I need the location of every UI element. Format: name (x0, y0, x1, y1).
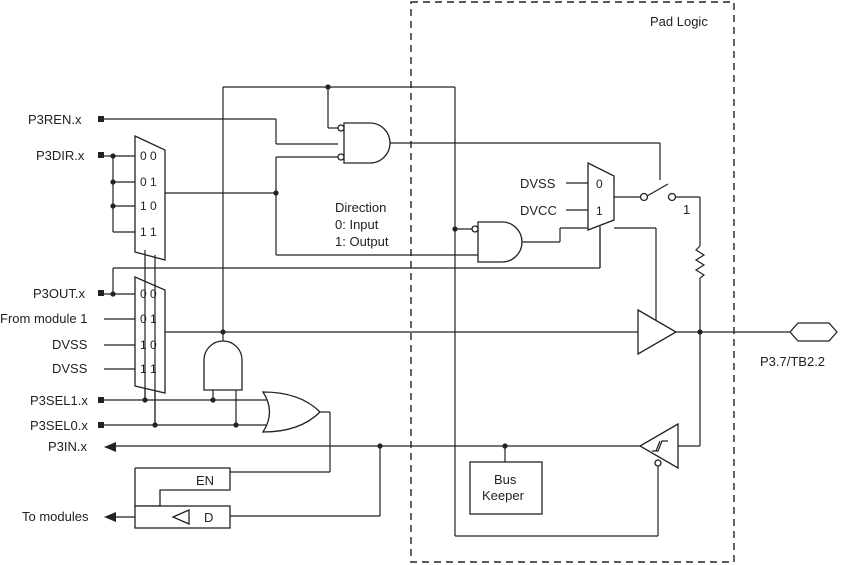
label-p3in: P3IN.x (48, 439, 88, 454)
mux-output: 0 0 0 1 1 0 1 1 (104, 276, 166, 394)
mux2-sel-10: 1 0 (140, 338, 157, 352)
bus-keeper-line2: Keeper (482, 488, 525, 503)
terminal-p3dir (98, 152, 104, 158)
label-p3sel1: P3SEL1.x (30, 393, 88, 408)
pull-resistor (694, 245, 706, 332)
and-gate-pull-enable (337, 122, 661, 180)
latch-en-label: EN (196, 473, 214, 488)
arrow-p3in (104, 442, 116, 452)
label-dvss-b: DVSS (52, 361, 88, 376)
label-p3ren: P3REN.x (28, 112, 82, 127)
label-to-modules: To modules (22, 509, 89, 524)
mux1-sel-00: 0 0 (140, 149, 157, 163)
direction-input: 0: Input (335, 217, 379, 232)
supply-in0: 0 (596, 177, 603, 191)
terminal-p3ren (98, 116, 104, 122)
direction-title: Direction (335, 200, 386, 215)
mux-direction: 0 0 0 1 1 0 1 1 (104, 134, 166, 261)
supply-mux: DVSS DVCC 0 1 (520, 161, 640, 268)
label-p3out: P3OUT.x (33, 286, 86, 301)
supply-dvss-label: DVSS (520, 176, 556, 191)
mux1-sel-10: 1 0 (140, 199, 157, 213)
terminal-p3out (98, 290, 104, 296)
direction-output: 1: Output (335, 234, 389, 249)
terminal-p3sel0 (98, 422, 104, 428)
arrow-to-modules (104, 512, 116, 522)
label-p3sel0: P3SEL0.x (30, 418, 88, 433)
supply-in1: 1 (596, 204, 603, 218)
mux1-sel-01: 0 1 (140, 175, 157, 189)
label-p3dir: P3DIR.x (36, 148, 85, 163)
label-from-module: From module 1 (0, 311, 87, 326)
pin: P3.7/TB2.2 (760, 322, 838, 369)
label-dvss-a: DVSS (52, 337, 88, 352)
input-latch: EN D (116, 467, 380, 529)
input-schmitt-buffer (116, 422, 679, 516)
mux2-sel-00: 0 0 (140, 287, 157, 301)
terminal-p3sel1 (98, 397, 104, 403)
supply-dvcc-label: DVCC (520, 203, 557, 218)
pad-logic-label: Pad Logic (650, 14, 708, 29)
output-buffer (165, 227, 790, 447)
switch-label: 1 (683, 202, 690, 217)
pad-logic-boundary (410, 1, 735, 563)
and-gate-sel (203, 87, 243, 425)
pin-label: P3.7/TB2.2 (760, 354, 825, 369)
or-gate-sel (230, 391, 331, 473)
bus-keeper-line1: Bus (494, 472, 517, 487)
mux2-sel-01: 0 1 (140, 312, 157, 326)
mux2-sel-11: 1 1 (140, 362, 157, 376)
mux1-sel-11: 1 1 (140, 225, 157, 239)
pull-switch: 1 (639, 183, 701, 246)
and-gate-output-enable (452, 221, 590, 263)
latch-d-label: D (204, 510, 213, 525)
bus-keeper: Bus Keeper (469, 461, 543, 515)
